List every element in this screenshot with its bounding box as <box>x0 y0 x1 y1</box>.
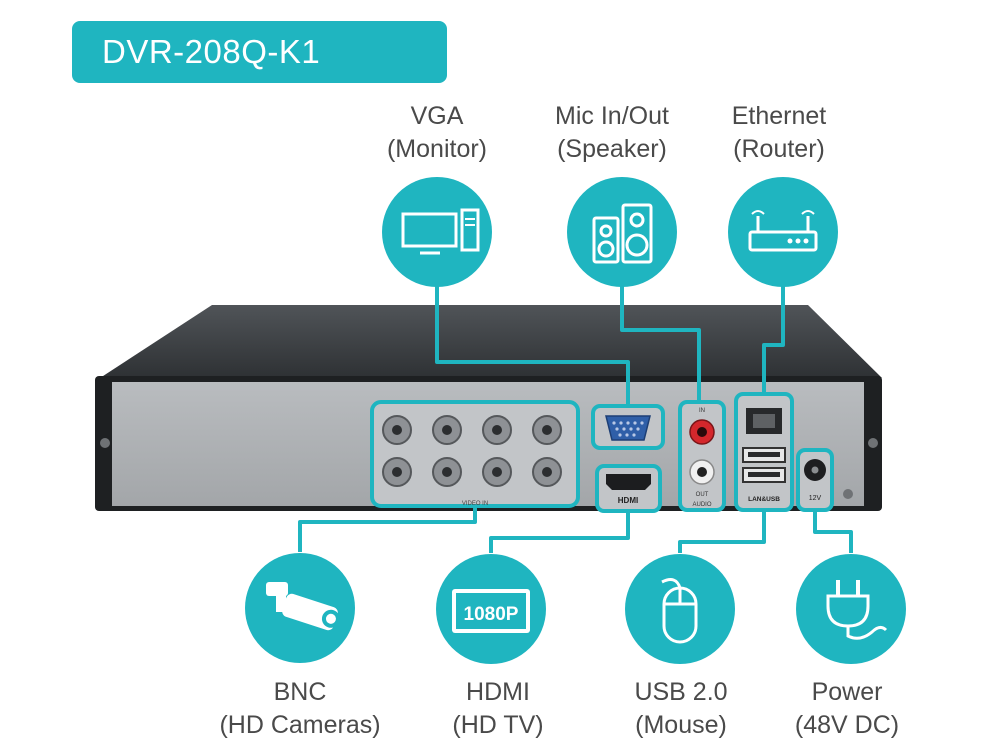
label-power-name: Power <box>811 678 883 706</box>
model-title-badge: DVR-208Q-K1 <box>72 21 447 83</box>
svg-text:LAN&USB: LAN&USB <box>748 496 780 503</box>
router-icon <box>728 177 838 287</box>
label-bnc-name: BNC <box>273 678 327 706</box>
label-ethernet: Ethernet (Router) <box>659 100 899 166</box>
svg-text:VIDEO IN: VIDEO IN <box>462 501 488 507</box>
label-usb-sub: (Mouse) <box>635 711 727 739</box>
screw-left <box>100 438 110 448</box>
label-usb-name: USB 2.0 <box>634 678 728 706</box>
bnc-ports: VIDEO IN <box>370 400 580 508</box>
label-hdmi-name: HDMI <box>466 678 530 706</box>
camera-icon <box>245 553 355 663</box>
tv-badge-text: 1080P <box>464 604 519 625</box>
label-mic-sub: (Speaker) <box>557 135 667 163</box>
audio-ports: IN OUT AUDIO <box>678 400 726 512</box>
label-mic-name: Mic In/Out <box>555 102 669 130</box>
label-hdmi-sub: (HD TV) <box>452 711 544 739</box>
label-vga-name: VGA <box>410 102 464 130</box>
label-ethernet-name: Ethernet <box>731 102 827 130</box>
plug-icon <box>796 554 906 664</box>
hdmi-port: HDMI <box>595 464 662 513</box>
label-usb: USB 2.0 (Mouse) <box>561 676 801 742</box>
lan-usb-ports: LAN&USB <box>734 392 794 512</box>
monitor-icon <box>382 177 492 287</box>
model-title: DVR-208Q-K1 <box>102 33 321 70</box>
svg-text:12V: 12V <box>809 495 822 502</box>
svg-text:AUDIO: AUDIO <box>692 502 711 508</box>
ground-screw <box>843 489 853 499</box>
svg-text:HDMI: HDMI <box>618 496 638 505</box>
dvr-top <box>100 305 882 378</box>
label-ethernet-sub: (Router) <box>733 135 825 163</box>
speaker-icon <box>567 177 677 287</box>
screw-right <box>868 438 878 448</box>
connector-lines <box>298 285 853 553</box>
label-bnc: BNC (HD Cameras) <box>180 676 420 742</box>
label-power-sub: (48V DC) <box>794 711 900 739</box>
tv-1080p-icon: 1080P <box>436 554 546 664</box>
dc-port: 12V <box>796 448 853 512</box>
mouse-icon <box>625 554 735 664</box>
label-hdmi: HDMI (HD TV) <box>378 676 618 742</box>
label-power: Power (48V DC) <box>727 676 967 742</box>
label-vga: VGA (Monitor) <box>317 100 557 166</box>
label-vga-sub: (Monitor) <box>386 135 487 163</box>
label-bnc-sub: (HD Cameras) <box>219 711 381 739</box>
vga-port <box>591 404 665 450</box>
svg-text:IN: IN <box>699 408 705 414</box>
label-mic: Mic In/Out (Speaker) <box>492 100 732 166</box>
svg-text:OUT: OUT <box>696 492 709 498</box>
